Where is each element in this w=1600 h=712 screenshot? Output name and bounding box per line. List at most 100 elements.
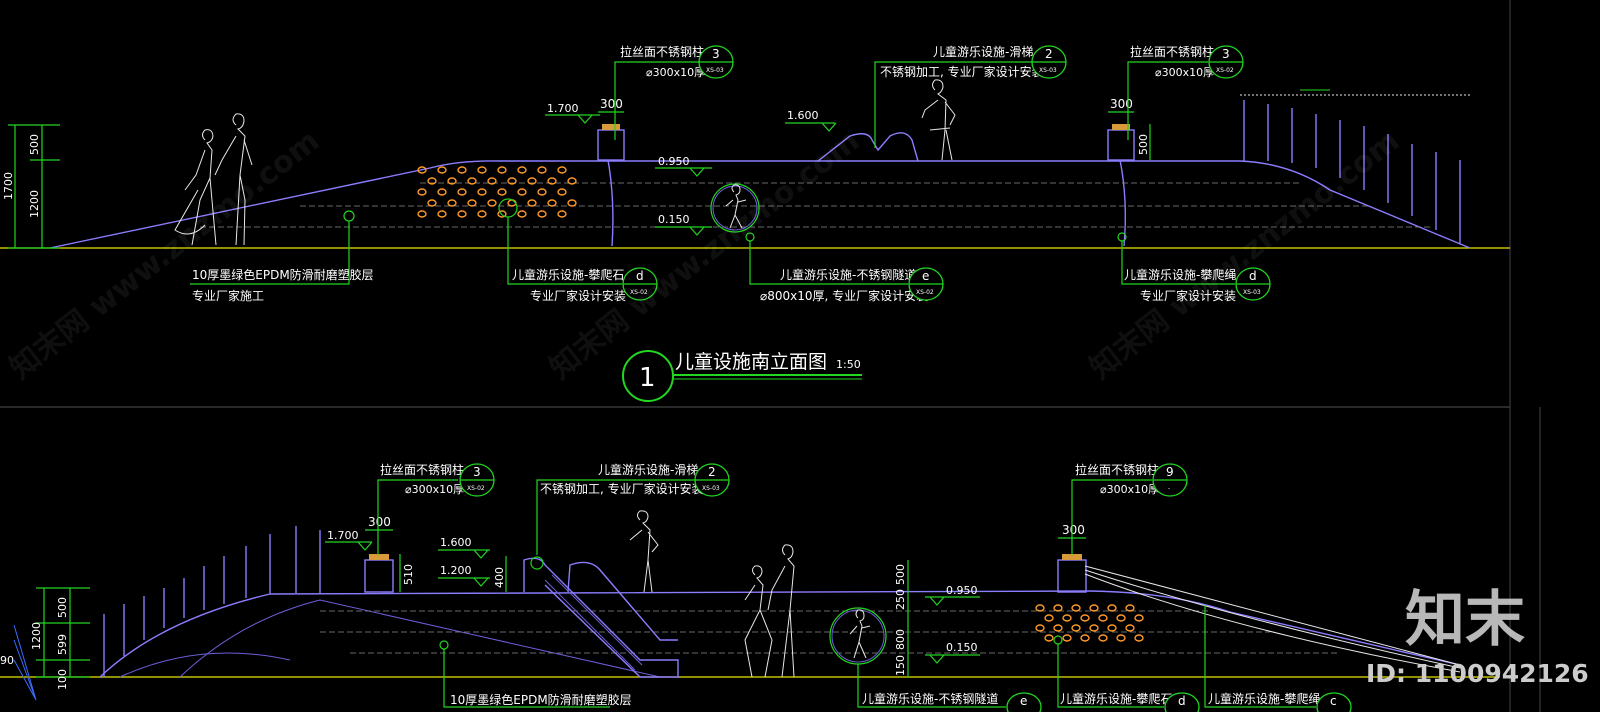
dim-300-text-l: 300 bbox=[368, 515, 391, 529]
bubble-number: 2 bbox=[708, 465, 716, 479]
climbing-stone bbox=[1053, 624, 1063, 632]
climbing-stone bbox=[567, 177, 577, 185]
climbing-stone bbox=[1071, 624, 1081, 632]
callout-text: 拉丝面不锈钢柱 bbox=[1130, 44, 1214, 59]
post-left-2 bbox=[364, 554, 394, 593]
dim-100-label: 100 bbox=[56, 669, 69, 690]
climbing-stone bbox=[527, 177, 537, 185]
bubble-ref: XS-02 bbox=[630, 289, 648, 296]
level-mark-0150-2: 0.150 bbox=[925, 641, 980, 664]
climbing-stone bbox=[547, 199, 557, 207]
climbing-stone bbox=[1035, 604, 1045, 612]
dim-510-label: 510 bbox=[402, 564, 415, 585]
climbing-stone bbox=[1044, 634, 1054, 642]
elevation-2: 500 1200 599 100 90 1.700 300 510 1.600 … bbox=[0, 462, 1500, 712]
tunnel-circle-2 bbox=[829, 607, 887, 665]
tunnel-circle-1 bbox=[710, 183, 760, 233]
climbing-stone bbox=[557, 188, 567, 196]
bubble-ref: XS-02 bbox=[1216, 67, 1234, 74]
brand-watermark: 知末 ID: 1100942126 bbox=[1366, 585, 1589, 688]
mound-curve-2b bbox=[119, 652, 291, 678]
climbing-stone bbox=[497, 210, 507, 218]
people-silhouette-1 bbox=[174, 113, 253, 246]
title-text: 儿童设施南立面图 bbox=[675, 351, 827, 373]
climbing-stone bbox=[497, 188, 507, 196]
callout-subtext: 专业厂家设计安装 bbox=[530, 288, 626, 303]
climbing-stone bbox=[437, 188, 447, 196]
dim-300-right-1: 300 500 bbox=[1108, 97, 1151, 160]
callout-text: 儿童游乐设施-攀爬绳 bbox=[1124, 267, 1236, 282]
climbing-stone bbox=[477, 210, 487, 218]
level-mark-1600-2: 1.600 bbox=[438, 536, 490, 559]
bubble-number: 9 bbox=[1166, 465, 1174, 479]
climbing-stone bbox=[517, 188, 527, 196]
level-mark-1200-2: 1.200 400 bbox=[438, 556, 507, 592]
level-1700-text: 1.700 bbox=[547, 102, 579, 115]
elevation-1: 1700 500 1200 1.700 300 1.600 0.950 0.1 bbox=[0, 44, 1510, 402]
callout-text: 儿童游乐设施-攀爬石 bbox=[512, 267, 624, 282]
climbing-stone bbox=[1134, 614, 1144, 622]
bubble-letter: c bbox=[1330, 694, 1337, 708]
bubble-number: 3 bbox=[473, 465, 481, 479]
slide-shape-1 bbox=[817, 132, 919, 162]
climbing-stone bbox=[417, 188, 427, 196]
level-mark-0950-2: 0.950 bbox=[925, 584, 980, 606]
climbing-stone bbox=[1107, 604, 1117, 612]
watermark-id: ID: 1100942126 bbox=[1366, 659, 1589, 688]
callout-text: 10厚墨绿色EPDM防滑耐磨塑胶层 bbox=[450, 692, 632, 707]
bubble-letter: d bbox=[636, 269, 644, 283]
climbing-stone bbox=[437, 166, 447, 174]
dim-500-text-r: 500 bbox=[1137, 134, 1150, 155]
climbing-stone bbox=[1071, 604, 1081, 612]
callout-text: 儿童游乐设施-攀爬石 bbox=[1060, 691, 1172, 706]
callout-subtext: 专业厂家设计安装 bbox=[1140, 288, 1236, 303]
climbing-stone bbox=[487, 177, 497, 185]
level-0950-text: 0.950 bbox=[946, 584, 978, 597]
climbing-stone bbox=[1062, 614, 1072, 622]
callout-climb-stone-1: 儿童游乐设施-攀爬石 专业厂家设计安装 d XS-02 bbox=[498, 198, 658, 303]
climbing-stone bbox=[537, 210, 547, 218]
climbing-stone bbox=[447, 177, 457, 185]
level-1600-text: 1.600 bbox=[787, 109, 819, 122]
callout-subtext: ⌀300x10厚 bbox=[646, 66, 705, 79]
dim-300-text-l: 300 bbox=[600, 97, 623, 111]
climbing-stone bbox=[1053, 604, 1063, 612]
climbing-stone bbox=[1125, 604, 1135, 612]
callout-text: 儿童游乐设施-攀爬绳 bbox=[1208, 691, 1320, 706]
callout-subtext: ⌀300x10厚 bbox=[1100, 483, 1159, 496]
callout-subtext: 不锈钢加工, 专业厂家设计安装 bbox=[880, 64, 1044, 79]
bubble-number: 3 bbox=[1222, 47, 1230, 61]
post-right-2 bbox=[1057, 554, 1087, 593]
climbing-stone bbox=[1107, 624, 1117, 632]
climbing-stones-2 bbox=[1035, 604, 1144, 642]
callout-subtext: ⌀800x10厚, 专业厂家设计安装 bbox=[760, 288, 928, 303]
climbing-stone bbox=[1089, 624, 1099, 632]
callout-text: 儿童游乐设施-滑梯 bbox=[933, 44, 1033, 59]
callout-climb-rope-1: 儿童游乐设施-攀爬绳 专业厂家设计安装 d XS-03 bbox=[1117, 232, 1271, 303]
bubble-letter: d bbox=[1249, 269, 1257, 283]
mound-outline-2 bbox=[99, 590, 1461, 678]
climbing-stone bbox=[567, 199, 577, 207]
callout-text: 儿童游乐设施-不锈钢隧道 bbox=[862, 691, 998, 706]
dim-500-label: 500 bbox=[28, 134, 41, 155]
climbing-stone bbox=[467, 199, 477, 207]
mound-outline-1 bbox=[49, 160, 1471, 249]
dim-300-text-r: 300 bbox=[1110, 97, 1133, 111]
callout-epdm-2: 10厚墨绿色EPDM防滑耐磨塑胶层 bbox=[439, 640, 632, 708]
climbing-stone bbox=[487, 199, 497, 207]
level-1600-text: 1.600 bbox=[440, 536, 472, 549]
climbing-stone bbox=[1098, 634, 1108, 642]
climbing-stone bbox=[527, 199, 537, 207]
callout-post-left-2: 拉丝面不锈钢柱 ⌀300x10厚 3 XS-02 bbox=[377, 462, 495, 555]
level-mark-1700-2: 1.700 300 510 bbox=[325, 515, 415, 592]
callout-text: 拉丝面不锈钢柱 bbox=[620, 44, 704, 59]
dim-300-left-1: 300 bbox=[598, 97, 624, 113]
bubble-ref: XS-02 bbox=[916, 289, 934, 296]
climbing-stone bbox=[1098, 614, 1108, 622]
bubble-ref: XS-03 bbox=[702, 485, 720, 492]
post-left-1 bbox=[597, 124, 625, 247]
climbing-stone bbox=[497, 166, 507, 174]
climbing-stone bbox=[427, 177, 437, 185]
callout-subtext: ⌀300x10厚 bbox=[1155, 66, 1214, 79]
dim-500-label: 500 bbox=[56, 597, 69, 618]
